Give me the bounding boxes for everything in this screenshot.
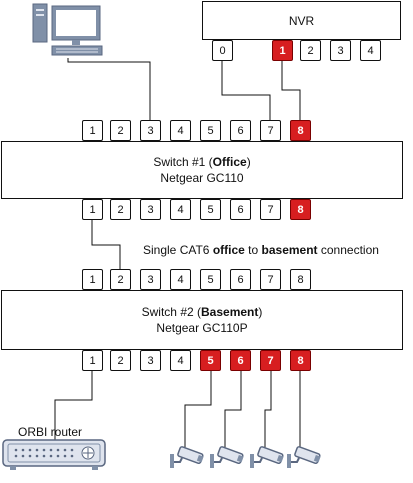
router-icon <box>2 439 106 470</box>
router <box>2 438 108 473</box>
switch2-title-bold: Basement <box>201 305 259 319</box>
switch2-box: Switch #2 (Basement) Netgear GC110P <box>1 290 403 350</box>
switch1-title-prefix: Switch #1 ( <box>153 155 213 169</box>
switch2-top-port-3: 3 <box>140 269 161 290</box>
switch1-title-suffix: ) <box>246 155 251 169</box>
switch1-bottom-port-6: 6 <box>230 199 251 220</box>
switch1-top-port-3: 3 <box>140 120 161 141</box>
switch2-top-port-8: 8 <box>290 269 311 290</box>
switch2-top-port-2: 2 <box>110 269 131 290</box>
switch2-bottom-port-6: 6 <box>230 350 251 371</box>
switch2-bottom-port-7: 7 <box>260 350 281 371</box>
wire-cam3 <box>264 370 272 452</box>
switch2-top-port-6: 6 <box>230 269 251 290</box>
switch1-top-port-2: 2 <box>110 120 131 141</box>
connection-label-part2: to <box>244 243 262 257</box>
wire-nvr1-switch1-p8 <box>281 60 301 121</box>
switch1-bottom-port-1: 1 <box>82 199 103 220</box>
switch1-title: Switch #1 (Office) Netgear GC110 <box>2 154 402 186</box>
switch1-top-port-7: 7 <box>260 120 281 141</box>
switch2-title-suffix: ) <box>258 305 263 319</box>
connection-label-bold1: office <box>212 243 245 257</box>
switch2-top-port-5: 5 <box>200 269 221 290</box>
switch1-title-bold: Office <box>212 155 247 169</box>
computer <box>30 3 105 59</box>
nvr-port-1: 1 <box>272 40 293 61</box>
switch1-bottom-port-8: 8 <box>290 199 311 220</box>
switch1-bottom-port-4: 4 <box>170 199 191 220</box>
nvr-label: NVR <box>288 14 315 28</box>
connection-label-part1: Single CAT6 <box>143 243 213 257</box>
nvr-port-0: 0 <box>212 40 233 61</box>
switch2-bottom-port-4: 4 <box>170 350 191 371</box>
camera-icon <box>170 446 204 468</box>
switch2-bottom-port-2: 2 <box>110 350 131 371</box>
switch1-bottom-port-2: 2 <box>110 199 131 220</box>
camera-icon <box>287 446 321 468</box>
switch2-bottom-port-5: 5 <box>200 350 221 371</box>
switch1-bottom-port-3: 3 <box>140 199 161 220</box>
switch1-box: Switch #1 (Office) Netgear GC110 <box>1 141 403 199</box>
nvr-port-3: 3 <box>330 40 351 61</box>
switch2-bottom-port-1: 1 <box>82 350 103 371</box>
camera-3 <box>248 446 288 479</box>
computer-icon <box>32 3 103 56</box>
switch1-top-port-4: 4 <box>170 120 191 141</box>
wire-computer-switch1 <box>67 58 151 121</box>
switch1-top-port-8: 8 <box>290 120 311 141</box>
wire-cam1 <box>184 370 212 452</box>
switch1-bottom-port-5: 5 <box>200 199 221 220</box>
camera-icon <box>250 446 284 468</box>
switch1-bottom-port-7: 7 <box>260 199 281 220</box>
nvr-port-2: 2 <box>300 40 321 61</box>
switch2-bottom-port-8: 8 <box>290 350 311 371</box>
switch1-top-port-5: 5 <box>200 120 221 141</box>
switch2-title-prefix: Switch #2 ( <box>141 305 201 319</box>
switch1-top-port-6: 6 <box>230 120 251 141</box>
camera-2 <box>208 446 248 479</box>
camera-1 <box>168 446 208 479</box>
switch2-title: Switch #2 (Basement) Netgear GC110P <box>2 304 402 336</box>
nvr-port-4: 4 <box>360 40 381 61</box>
switch1-model: Netgear GC110 <box>160 171 244 185</box>
wire-office-basement <box>91 219 121 270</box>
switch2-top-port-4: 4 <box>170 269 191 290</box>
switch1-top-port-1: 1 <box>82 120 103 141</box>
nvr-box: NVR <box>202 1 401 40</box>
connection-label-part3: connection <box>317 243 379 257</box>
wire-switch2-router <box>54 370 93 440</box>
switch2-top-port-7: 7 <box>260 269 281 290</box>
connection-label: Single CAT6 office to basement connectio… <box>143 243 379 257</box>
wire-cam2 <box>224 370 242 452</box>
wire-nvr0-switch1-p7 <box>221 60 271 121</box>
switch2-model: Netgear GC110P <box>156 321 248 335</box>
camera-icon <box>210 446 244 468</box>
router-label: ORBI router <box>18 425 83 439</box>
camera-4 <box>285 446 325 479</box>
switch2-bottom-port-3: 3 <box>140 350 161 371</box>
switch2-top-port-1: 1 <box>82 269 103 290</box>
connection-label-bold2: basement <box>261 243 318 257</box>
